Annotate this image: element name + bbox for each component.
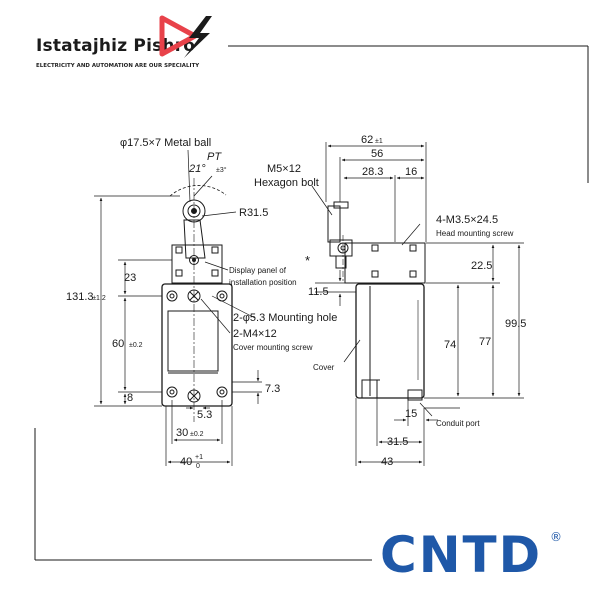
ball-note: φ17.5×7 Metal ball <box>120 137 211 149</box>
dim-head-gap: 23 <box>124 272 136 284</box>
dim-hole-width: 30 <box>176 427 188 439</box>
dim-overall-width: 62 <box>361 134 373 146</box>
dim-99-5: 99.5 <box>505 318 526 330</box>
dim-16: 16 <box>405 166 417 178</box>
bolt-note-2: Hexagon bolt <box>254 177 319 189</box>
pt-label: PT <box>207 151 222 163</box>
dim-total-height-tol: ±1.2 <box>92 295 106 302</box>
dim-body-width-tol-lower: 0 <box>196 463 200 470</box>
side-dimensions <box>311 142 524 466</box>
front-dimensions <box>94 149 262 466</box>
dim-hole-x: 5.3 <box>197 409 212 421</box>
brand-tagline: ELECTRICITY AND AUTOMATION ARE OUR SPECI… <box>36 63 200 69</box>
dim-total-height: 131.3 <box>66 291 94 303</box>
star-mark: * <box>305 253 310 268</box>
dim-11-5: 11.5 <box>308 286 329 298</box>
dim-28-3: 28.3 <box>362 166 383 178</box>
dim-31-5: 31.5 <box>387 436 408 448</box>
dim-43: 43 <box>381 456 393 468</box>
dim-hole-spacing: 60 <box>112 338 124 350</box>
registered-mark: ® <box>550 530 562 544</box>
head-screw-note: 4-M3.5×24.5 <box>436 214 498 226</box>
cover-screw-note: 2-M4×12 <box>233 328 277 340</box>
cover-screw-sub: Cover mounting screw <box>233 343 313 352</box>
front-view <box>161 175 233 422</box>
dim-body-width-tol-upper: +1 <box>195 454 203 461</box>
side-view <box>327 201 426 401</box>
conduit-label: Conduit port <box>436 419 480 428</box>
dim-22-5: 22.5 <box>471 260 492 272</box>
bolt-note-1: M5×12 <box>267 163 301 175</box>
dim-74: 74 <box>444 339 456 351</box>
angle-tolerance: ±3° <box>216 166 227 174</box>
front-labels: φ17.5×7 Metal ball PT 21° ±3° R31.5 Disp… <box>66 137 337 470</box>
side-labels: 62 ±1 56 28.3 16 M5×12 Hexagon bolt 4-M3… <box>254 134 526 468</box>
dim-56: 56 <box>371 148 383 160</box>
dim-15: 15 <box>405 408 417 420</box>
radius-label: R31.5 <box>239 207 268 219</box>
dim-hole-width-tol: ±0.2 <box>190 431 204 438</box>
dim-bottom-offset: 8 <box>127 392 133 404</box>
dim-body-width: 40 <box>180 456 192 468</box>
head-screw-sub: Head mounting screw <box>436 229 514 238</box>
cover-label: Cover <box>313 363 335 372</box>
dim-77: 77 <box>479 336 491 348</box>
display-note-2: installation position <box>229 278 297 287</box>
dim-overall-width-tol: ±1 <box>375 138 383 145</box>
manufacturer-logo: CNTD <box>380 526 543 584</box>
brand-name: Istatajhiz Pishro <box>36 36 196 56</box>
display-note-1: Display panel of <box>229 266 287 275</box>
brand-logo-icon <box>159 15 212 58</box>
dim-hole-spacing-tol: ±0.2 <box>129 342 143 349</box>
mounting-hole-note: 2-φ5.3 Mounting hole <box>233 312 337 324</box>
angle-label: 21° <box>188 163 206 175</box>
frame-lines <box>34 45 589 561</box>
dim-right-offset: 7.3 <box>265 383 280 395</box>
